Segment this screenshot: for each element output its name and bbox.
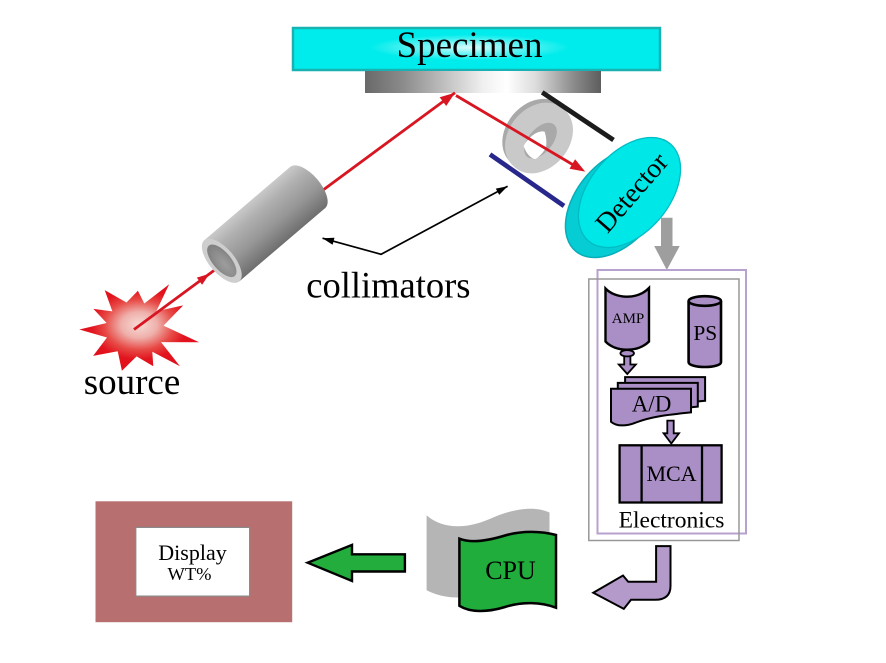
svg-text:collimators: collimators	[306, 265, 470, 306]
svg-text:CPU: CPU	[485, 556, 536, 585]
svg-text:source: source	[84, 362, 181, 403]
svg-text:MCA: MCA	[646, 461, 696, 486]
svg-text:Specimen: Specimen	[397, 25, 543, 66]
svg-text:A/D: A/D	[632, 392, 672, 417]
svg-text:AMP: AMP	[612, 311, 645, 327]
svg-text:PS: PS	[693, 321, 717, 345]
svg-text:Display: Display	[158, 540, 226, 565]
svg-text:Electronics: Electronics	[619, 508, 725, 534]
svg-text:WT%: WT%	[168, 564, 212, 584]
